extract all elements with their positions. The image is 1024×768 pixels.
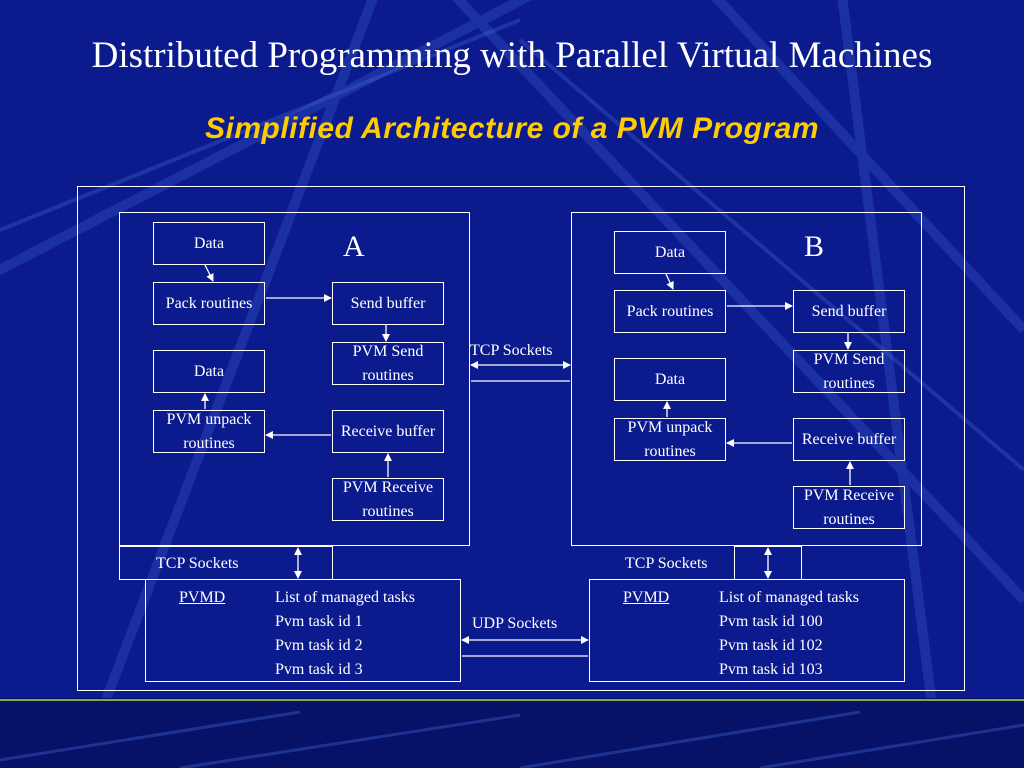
machine-a-label: A (343, 230, 365, 263)
machine-b-send-buffer: Send buffer (793, 290, 905, 333)
pvmd-b-label: PVMD (623, 589, 670, 606)
pvmd-a-task: Pvm task id 3 (275, 661, 363, 678)
diagram-subtitle: Simplified Architecture of a PVM Program (204, 112, 819, 145)
machine-b-pvm-receive: PVM Receive routines (793, 486, 905, 529)
machine-a-pvm-send: PVM Send routines (332, 342, 444, 385)
pvmd-b-box (589, 579, 905, 682)
pvmd-b-list-title: List of managed tasks (719, 589, 859, 606)
machine-b-receive-buffer: Receive buffer (793, 418, 905, 461)
machine-b-pvm-unpack: PVM unpack routines (614, 418, 726, 461)
machine-a-data-top: Data (153, 222, 265, 265)
pvmd-b-task: Pvm task id 100 (719, 613, 823, 630)
pvmd-a-box (145, 579, 461, 682)
machine-a-send-buffer: Send buffer (332, 282, 444, 325)
machine-a-frame (119, 212, 470, 546)
pvmd-b-task-list: List of managed tasks Pvm task id 100 Pv… (719, 586, 859, 682)
diagram-frame (77, 186, 965, 691)
pvmd-a-task: Pvm task id 1 (275, 613, 363, 630)
machine-a-receive-buffer: Receive buffer (332, 410, 444, 453)
machine-a-pack-routines: Pack routines (153, 282, 265, 325)
machine-b-frame (571, 212, 922, 546)
machine-b-pvm-send: PVM Send routines (793, 350, 905, 393)
machine-a-data-bottom: Data (153, 350, 265, 393)
pvmd-b-task: Pvm task id 103 (719, 661, 823, 678)
tcp-sockets-b-label: TCP Sockets (625, 555, 708, 572)
udp-sockets-label: UDP Sockets (472, 615, 558, 632)
machine-b-data-top: Data (614, 231, 726, 274)
tcp-socket-b-frame (734, 546, 802, 580)
pvmd-a-task: Pvm task id 2 (275, 637, 363, 654)
pvmd-a-list-title: List of managed tasks (275, 589, 415, 606)
machine-b-pack-routines: Pack routines (614, 290, 726, 333)
machine-a-pvm-receive: PVM Receive routines (332, 478, 444, 521)
machine-b-data-bottom: Data (614, 358, 726, 401)
machine-a-pvm-unpack: PVM unpack routines (153, 410, 265, 453)
pvmd-a-task-list: List of managed tasks Pvm task id 1 Pvm … (275, 586, 415, 682)
page-title: Distributed Programming with Parallel Vi… (91, 35, 933, 76)
machine-b-label: B (804, 230, 825, 263)
pvmd-b-task: Pvm task id 102 (719, 637, 823, 654)
pvmd-a-label: PVMD (179, 589, 226, 606)
tcp-sockets-a-label: TCP Sockets (156, 555, 239, 572)
tcp-sockets-between-label: TCP Sockets (470, 342, 553, 359)
